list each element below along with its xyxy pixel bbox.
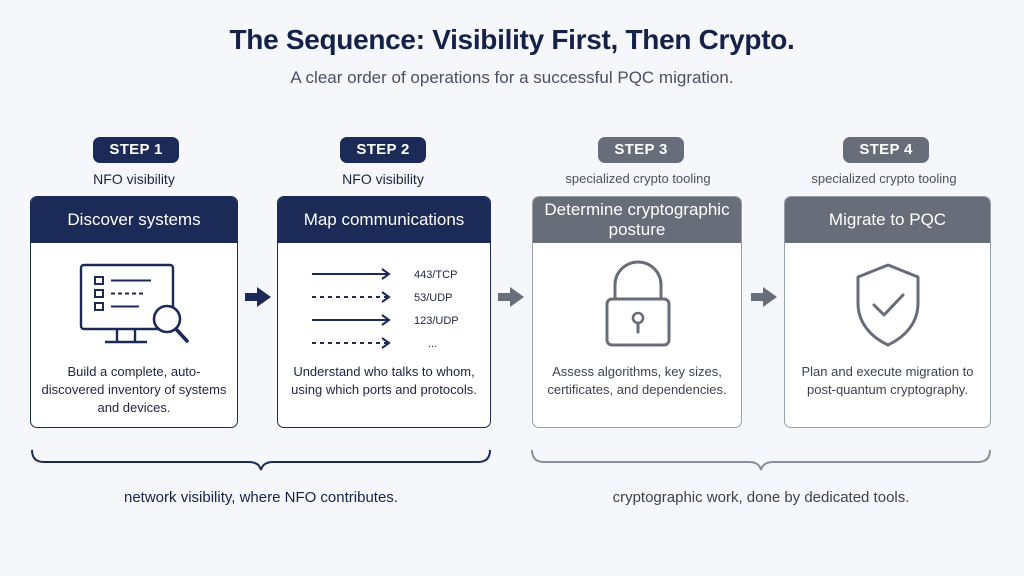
right-bracket — [531, 449, 991, 471]
arrow-right-icon — [751, 287, 777, 307]
page-title: The Sequence: Visibility First, Then Cry… — [229, 24, 795, 55]
step-3-description: Assess algorithms, key sizes, certificat… — [547, 364, 727, 397]
arrow-right-icon — [245, 287, 271, 307]
port-label: 53/UDP — [414, 292, 453, 304]
monitor-magnifier-icon — [31, 257, 237, 357]
step-1-description: Build a complete, auto-discovered invent… — [41, 364, 227, 415]
shield-check-icon — [785, 257, 990, 357]
step-4-caption: specialized crypto tooling — [811, 171, 957, 186]
step-2-heading: Map communications — [278, 197, 490, 243]
step-2-caption: NFO visibility — [342, 171, 424, 187]
step-3-caption: specialized crypto tooling — [565, 171, 711, 186]
step-4-description: Plan and execute migration to post-quant… — [801, 364, 974, 397]
step-1-heading: Discover systems — [31, 197, 237, 243]
step-3-card: Determine cryptographic posture Assess a… — [532, 196, 742, 428]
step-4-pill: STEP 4 — [843, 137, 929, 163]
port-label: 123/UDP — [414, 315, 459, 327]
footer-right: cryptographic work, done by dedicated to… — [612, 489, 910, 506]
step-1-caption: NFO visibility — [93, 171, 175, 187]
step-2-pill: STEP 2 — [340, 137, 426, 163]
step-1-card: Discover systems Build a complete, auto-… — [30, 196, 238, 428]
left-bracket — [31, 449, 491, 471]
arrow-right-icon — [498, 287, 524, 307]
step-1-pill: STEP 1 — [93, 137, 179, 163]
flow-arrows-icon: 443/TCP 53/UDP 123/UDP ... — [278, 257, 490, 357]
step-3-heading: Determine cryptographic posture — [533, 197, 741, 243]
padlock-icon — [533, 257, 741, 357]
step-4-card: Migrate to PQC Plan and execute migratio… — [784, 196, 991, 428]
port-label: ... — [428, 338, 437, 350]
port-label: 443/TCP — [414, 269, 457, 281]
step-2-card: Map communications 443/TCP 53/UDP 123/UD… — [277, 196, 491, 428]
footer-left: network visibility, where NFO contribute… — [124, 489, 398, 506]
step-3-pill: STEP 3 — [598, 137, 684, 163]
step-2-description: Understand who talks to whom, using whic… — [291, 364, 477, 397]
page-subtitle: A clear order of operations for a succes… — [290, 68, 734, 87]
step-4-heading: Migrate to PQC — [785, 197, 990, 243]
